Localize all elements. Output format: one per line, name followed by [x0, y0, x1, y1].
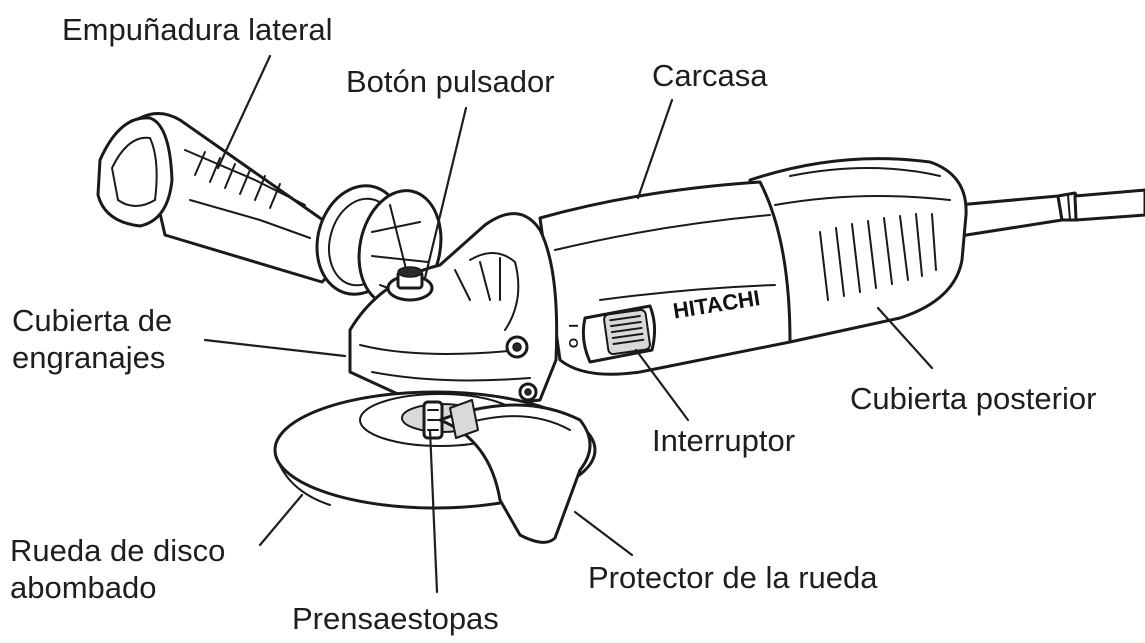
label-wheel-washer: Prensaestopas	[292, 601, 499, 636]
leader-lines	[203, 54, 934, 594]
switch-off-mark: O	[566, 338, 581, 348]
label-side-handle: Empuñadura lateral	[62, 12, 333, 47]
label-push-button: Botón pulsador	[346, 64, 555, 99]
wheel-guard-shape	[438, 399, 592, 544]
switch-on-mark: I	[566, 324, 581, 328]
label-gear-cover-line2: engranajes	[12, 340, 165, 375]
label-wheel-guard: Protector de la rueda	[588, 560, 878, 595]
label-wheel-line2: abombado	[10, 570, 157, 605]
label-wheel-line1: Rueda de disco	[10, 533, 225, 568]
side-handle-shape	[96, 112, 443, 307]
rear-cover-shape	[748, 157, 968, 344]
label-rear-cover: Cubierta posterior	[850, 381, 1096, 416]
motor-housing-shape: HITACHI I O	[538, 180, 792, 376]
label-switch: Interruptor	[652, 423, 795, 458]
label-gear-cover-line1: Cubierta de	[12, 303, 172, 338]
label-housing: Carcasa	[652, 58, 768, 93]
power-cord	[956, 188, 1145, 238]
